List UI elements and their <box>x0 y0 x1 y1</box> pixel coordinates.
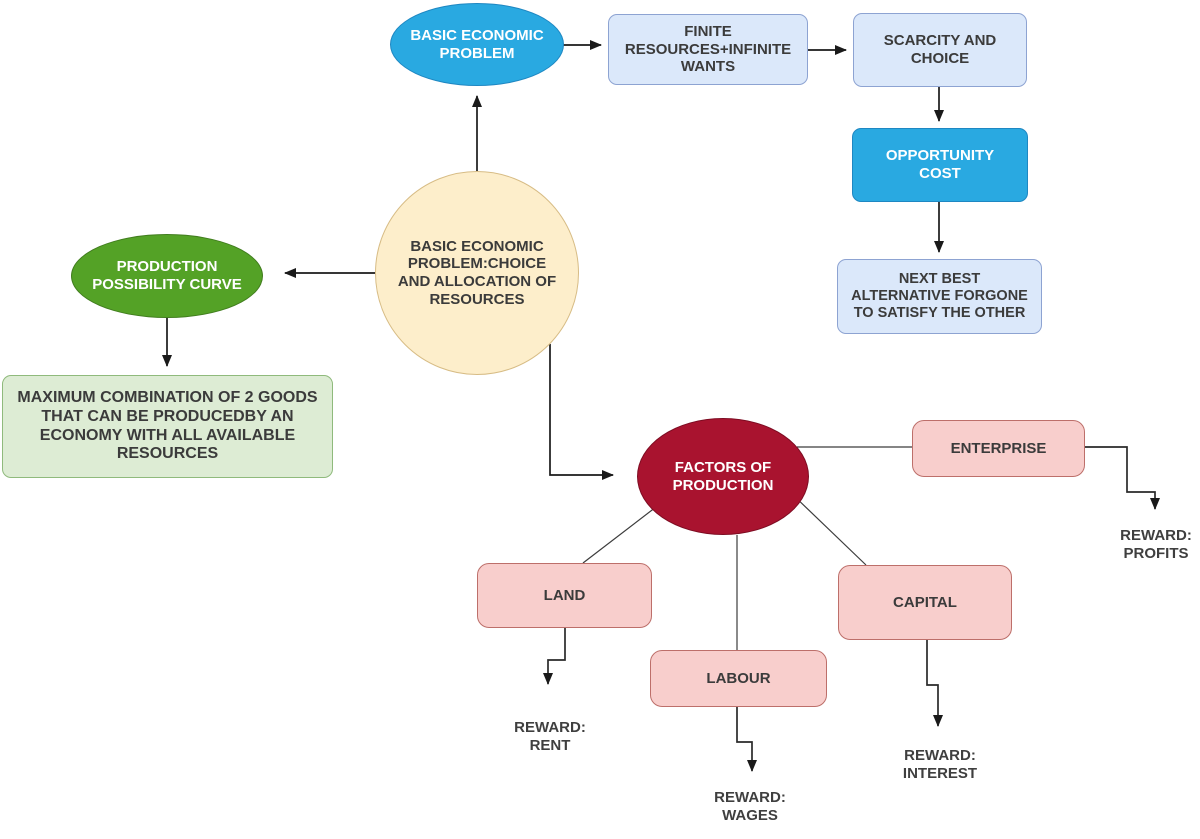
node-basic-economic-problem-choice-allocation: BASIC ECONOMIC PROBLEM:CHOICE AND ALLOCA… <box>375 171 579 375</box>
node-land: LAND <box>477 563 652 628</box>
connector-factors-to-capital <box>790 492 867 566</box>
node-ppc-description: MAXIMUM COMBINATION OF 2 GOODS THAT CAN … <box>2 375 333 478</box>
node-factors-of-production: FACTORS OF PRODUCTION <box>637 418 809 535</box>
node-basic-economic-problem: BASIC ECONOMIC PROBLEM <box>390 3 564 86</box>
connector-circle-to-factors <box>549 344 614 480</box>
label-reward-rent: REWARD: RENT <box>514 719 586 754</box>
connector-land-to-reward <box>543 628 566 685</box>
node-labour: LABOUR <box>650 650 827 707</box>
label-reward-profits: REWARD: PROFITS <box>1120 527 1192 562</box>
connector-factors-to-land <box>582 506 657 564</box>
node-finite-resources-infinite-wants: FINITE RESOURCES+INFINITE WANTS <box>608 14 808 85</box>
node-enterprise: ENTERPRISE <box>912 420 1085 477</box>
node-production-possibility-curve: PRODUCTION POSSIBILITY CURVE <box>71 234 263 318</box>
node-next-best-alternative-forgone: NEXT BEST ALTERNATIVE FORGONE TO SATISFY… <box>837 259 1042 334</box>
connector-labour-to-reward <box>736 707 757 772</box>
node-capital: CAPITAL <box>838 565 1012 640</box>
node-scarcity-and-choice: SCARCITY AND CHOICE <box>853 13 1027 87</box>
node-opportunity-cost: OPPORTUNITY COST <box>852 128 1028 202</box>
label-reward-interest: REWARD: INTEREST <box>902 747 978 782</box>
connector-capital-to-reward <box>926 640 943 727</box>
connector-enterprise-to-reward <box>1085 446 1160 510</box>
label-reward-wages: REWARD: WAGES <box>714 789 786 824</box>
